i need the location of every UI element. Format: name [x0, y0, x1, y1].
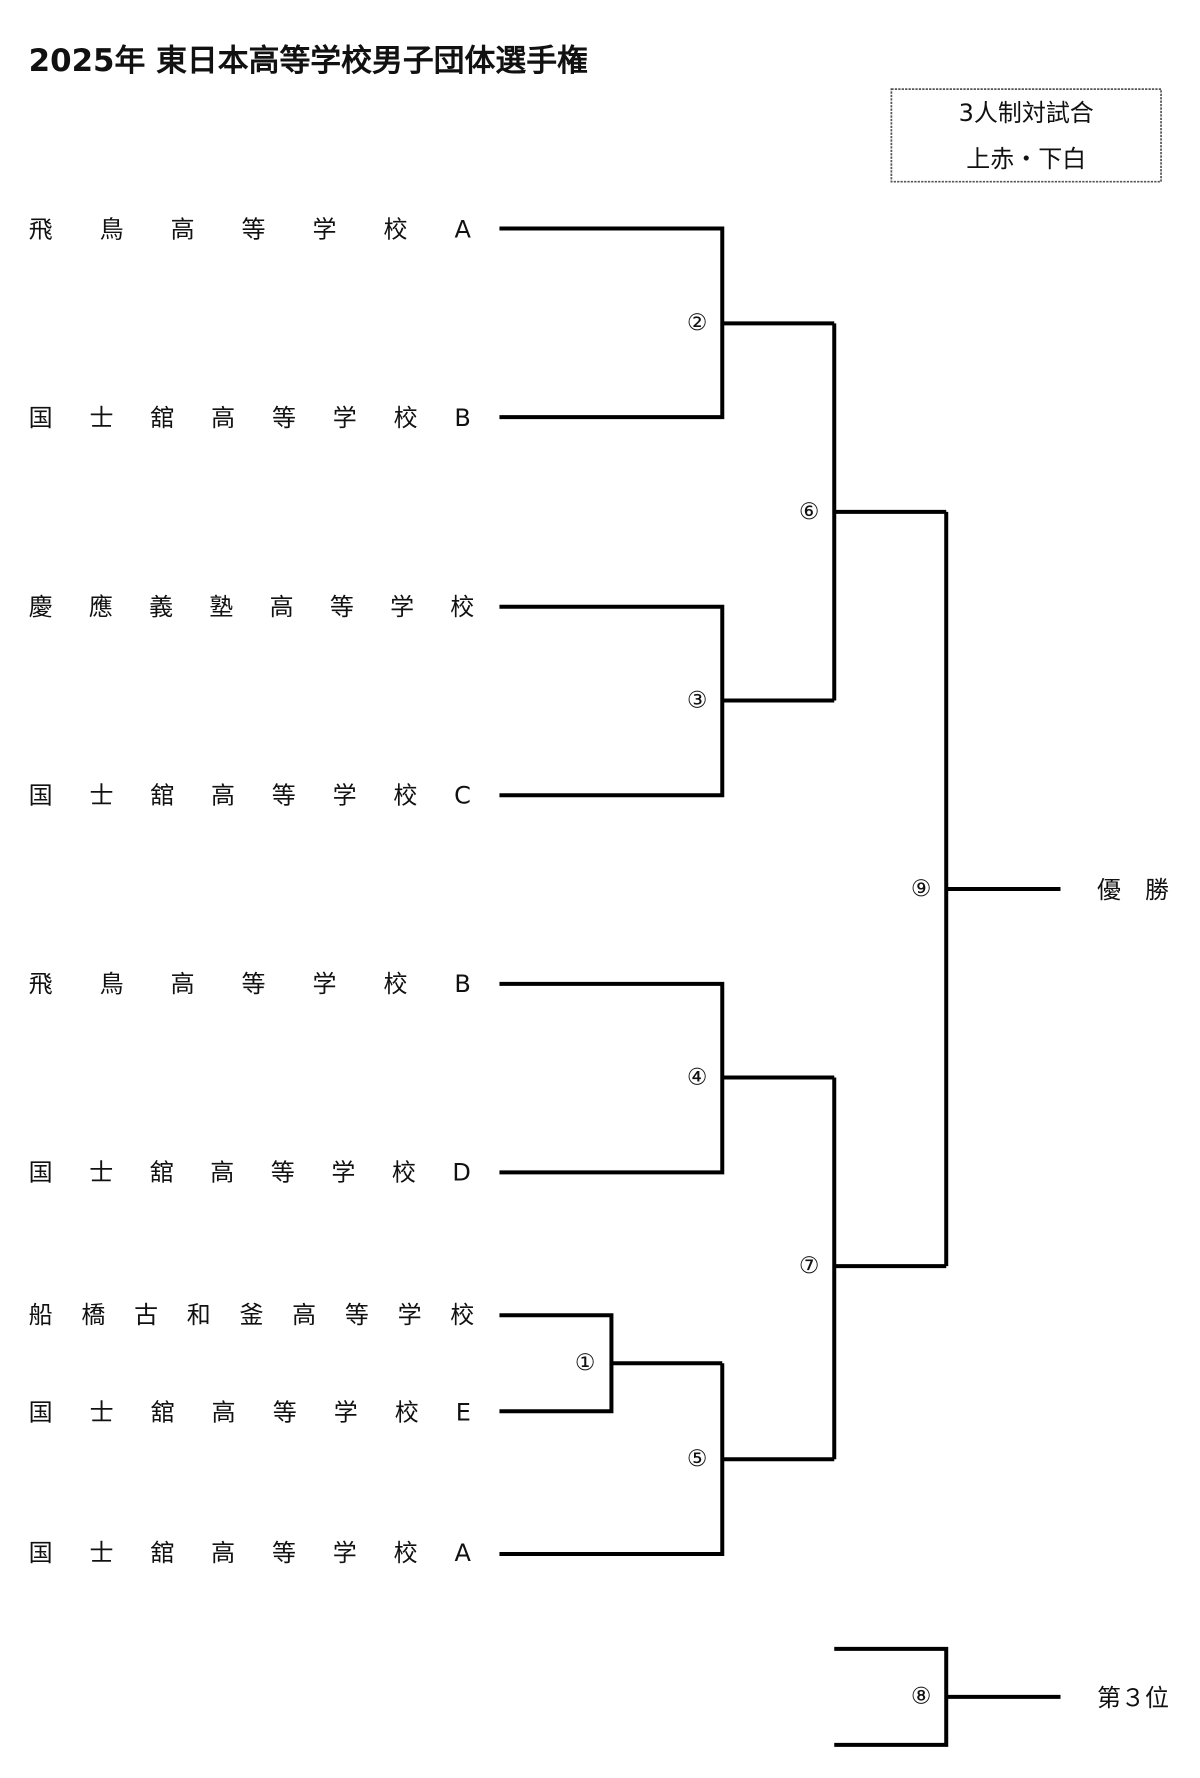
team-name: 船橋古和釜高等学校 — [29, 1301, 475, 1329]
match-number: ① — [575, 1350, 595, 1376]
bracket-lines — [499, 226, 1061, 1747]
team-name: 国士舘高等学校D — [29, 1158, 471, 1186]
team-name: 飛鳥高等学校B — [29, 970, 471, 998]
match-number: ② — [687, 310, 707, 336]
color-assignment: 上赤・下白 — [966, 145, 1086, 173]
third-place-label: 第３位 — [1097, 1684, 1169, 1712]
match-number: ⑨ — [911, 876, 931, 902]
match-4-line — [499, 981, 835, 1175]
match-7-line — [832, 1077, 947, 1460]
match-9-line — [944, 511, 1061, 1267]
team-name: 慶應義塾高等学校 — [29, 593, 475, 621]
match-number: ⑧ — [911, 1684, 931, 1710]
match-2-line — [499, 226, 835, 420]
team-name: 国士舘高等学校C — [29, 781, 471, 809]
match-number: ⑤ — [687, 1446, 707, 1472]
team-name: 国士舘高等学校A — [29, 1539, 472, 1567]
champion-label: 優 勝 — [1097, 876, 1169, 904]
info-box: 3人制対試合 上赤・下白 — [890, 88, 1162, 183]
match-number: ⑥ — [799, 499, 819, 525]
match-format: 3人制対試合 — [959, 99, 1094, 127]
match-number: ⑦ — [799, 1253, 819, 1279]
match-1-line — [499, 1313, 723, 1414]
team-name: 飛鳥高等学校A — [29, 216, 472, 244]
match-3-line — [499, 604, 835, 798]
match-number: ④ — [687, 1064, 707, 1090]
match-number: ③ — [687, 687, 707, 713]
team-name: 国士舘高等学校E — [29, 1398, 471, 1426]
team-name: 国士舘高等学校B — [29, 404, 471, 432]
team-list: 飛鳥高等学校A 国士舘高等学校B 慶應義塾高等学校 国士舘高等学校C 飛鳥高等学… — [29, 216, 475, 1567]
match-5-line — [499, 1363, 835, 1557]
match-numbers: ② ③ ⑥ ④ ① ⑤ ⑦ ⑨ ⑧ — [575, 310, 931, 1709]
page-title: 2025年 東日本高等学校男子団体選手権 — [29, 43, 588, 79]
match-6-line — [832, 323, 947, 701]
match-8-line — [834, 1646, 1061, 1747]
